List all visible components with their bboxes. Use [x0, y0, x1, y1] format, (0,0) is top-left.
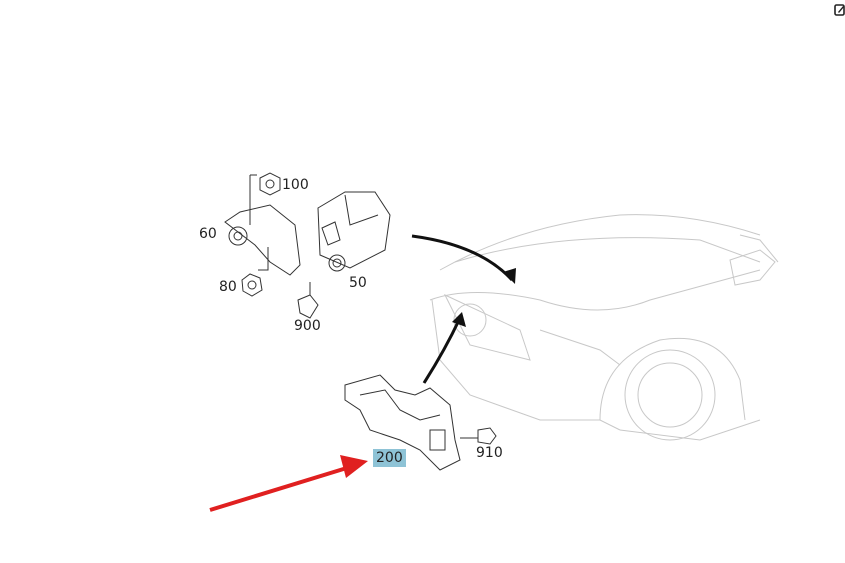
label-60: 60 [199, 226, 217, 242]
label-910: 910 [476, 445, 503, 461]
label-200-highlighted: 200 [373, 449, 406, 467]
arrow-to-grille [422, 317, 462, 384]
label-80: 80 [219, 279, 237, 295]
car-outline [429, 214, 779, 441]
red-pointer-arrow [209, 465, 351, 512]
label-100: 100 [282, 177, 309, 193]
edit-icon[interactable] [834, 1, 845, 16]
part-200-drawing [344, 374, 497, 471]
label-900: 900 [294, 318, 321, 334]
upper-assembly [224, 172, 391, 319]
label-50: 50 [349, 275, 367, 291]
